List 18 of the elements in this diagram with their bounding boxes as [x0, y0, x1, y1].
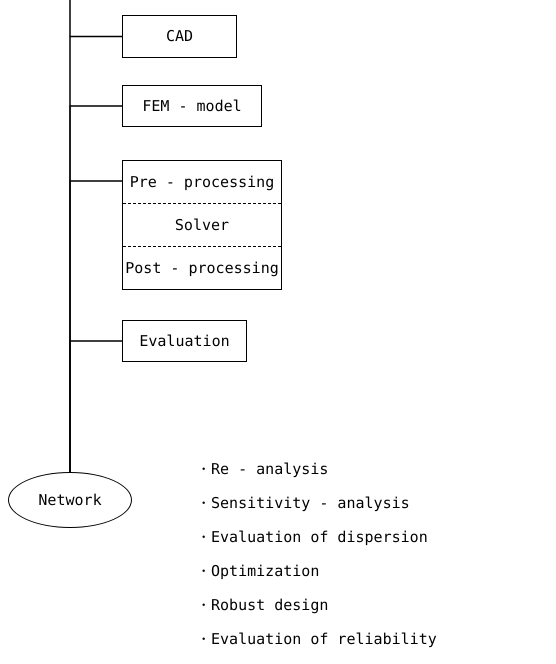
bullet-item: ・Robust design [196, 594, 330, 616]
process-box [122, 15, 237, 58]
box-label: Post - processing [123, 246, 281, 289]
bullet-item: ・Evaluation of dispersion [196, 526, 429, 548]
bullet-item: ・Re - analysis [196, 458, 330, 480]
box-label: Evaluation [138, 330, 231, 352]
box-label: Network [38, 490, 102, 511]
process-box [122, 320, 247, 362]
box-label: Pre - processing [128, 172, 276, 193]
box-label: Solver [123, 203, 281, 246]
process-box [122, 85, 262, 127]
box-label: CAD [164, 26, 194, 48]
bullet-item: ・Sensitivity - analysis [196, 492, 411, 514]
box-label: FEM - model [141, 96, 243, 117]
bullet-item: ・Evaluation of reliability [196, 628, 437, 650]
bullet-item: ・Optimization [196, 560, 320, 582]
process-box [122, 160, 282, 290]
connector-line [69, 340, 122, 472]
